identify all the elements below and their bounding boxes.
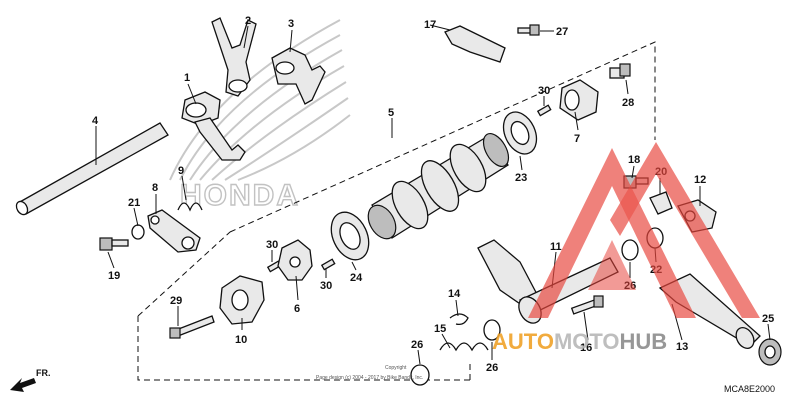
bearing-23-part: [502, 111, 538, 155]
callout-29: 29: [170, 295, 182, 307]
watermark-triangle: [528, 148, 696, 318]
bolt-28-part: [609, 63, 631, 79]
fork-shaft-part: [15, 122, 169, 216]
copyright-line-2: Page design (c) 2004 - 2017 by Bike Band…: [316, 375, 423, 381]
shift-fork-3-part: [271, 47, 326, 105]
shift-fork-1-part: [181, 91, 246, 161]
callout-6: 6: [294, 303, 300, 315]
stopper-arm-8-part: [147, 209, 201, 253]
callout-5: 5: [388, 107, 394, 119]
return-spring-9-part: [177, 202, 203, 212]
bolt-29-part: [169, 315, 215, 339]
washer-26a-part: [621, 239, 639, 261]
callout-21: 21: [128, 197, 140, 209]
front-direction-indicator: FR.: [10, 368, 51, 392]
diagram-code: MCA8E2000: [724, 384, 775, 394]
callout-3: 3: [288, 18, 294, 30]
callout-30b: 30: [266, 239, 278, 251]
callout-13: 13: [676, 341, 688, 353]
callout-9: 9: [178, 165, 184, 177]
callout-15: 15: [434, 323, 446, 335]
callout-23: 23: [515, 172, 527, 184]
callout-2: 2: [245, 15, 251, 27]
callout-4: 4: [92, 115, 99, 127]
clip-14-part: [449, 313, 469, 326]
dowel-pin-30c-part: [320, 258, 336, 271]
callout-30c: 30: [320, 280, 332, 292]
watermark-auto: AUTOMOTOHUB: [492, 329, 667, 354]
callout-8: 8: [152, 182, 158, 194]
drum-stopper-10-part: [219, 275, 265, 325]
direction-label: FR.: [36, 368, 51, 378]
callout-19: 19: [108, 270, 120, 282]
callout-7: 7: [574, 133, 580, 145]
watermark-triangle-outer: [610, 142, 760, 318]
washer-21-part: [131, 224, 145, 240]
callout-18: 18: [628, 154, 640, 166]
callout-11: 11: [550, 241, 562, 253]
washer-26c-part: [483, 319, 501, 341]
bolt-16-part: [570, 295, 604, 315]
callout-26b: 26: [411, 339, 423, 351]
assembly-frame: [137, 41, 656, 381]
honda-wing-logo: HONDA: [169, 19, 351, 213]
callout-12: 12: [694, 174, 706, 186]
shift-fork-2-part: [211, 17, 257, 97]
callout-25: 25: [762, 313, 774, 325]
copyright-notice: Copyright Page design (c) 2004 - 2017 by…: [316, 365, 423, 381]
collar-20-part: [649, 191, 673, 215]
spring-15-part: [439, 342, 489, 352]
callout-14: 14: [448, 288, 461, 300]
bolt-19-part: [99, 237, 129, 251]
washer-26b-part: [410, 364, 430, 386]
watermark: AUTOMOTOHUB: [492, 142, 760, 354]
shift-drum-part: [367, 133, 510, 240]
dowel-pin-30a-part: [536, 104, 552, 117]
drum-plate-6-part: [277, 239, 313, 281]
callout-27: 27: [556, 26, 568, 38]
callout-10: 10: [235, 334, 247, 346]
callout-1: 1: [184, 72, 190, 84]
oil-seal-25-part: [758, 338, 782, 366]
plate-17-part: [444, 25, 506, 63]
callout-30a: 30: [538, 85, 550, 97]
bearing-24-part: [330, 211, 370, 261]
callout-24: 24: [350, 272, 363, 284]
copyright-line-1: Copyright: [385, 365, 407, 371]
drum-center-7-part: [559, 79, 599, 121]
callout-28: 28: [622, 97, 634, 109]
watermark-triangle-inner: [588, 240, 636, 290]
callout-16: 16: [580, 342, 592, 354]
bolt-27-part: [517, 24, 540, 36]
callout-26c: 26: [486, 362, 498, 374]
callout-17: 17: [424, 19, 436, 31]
